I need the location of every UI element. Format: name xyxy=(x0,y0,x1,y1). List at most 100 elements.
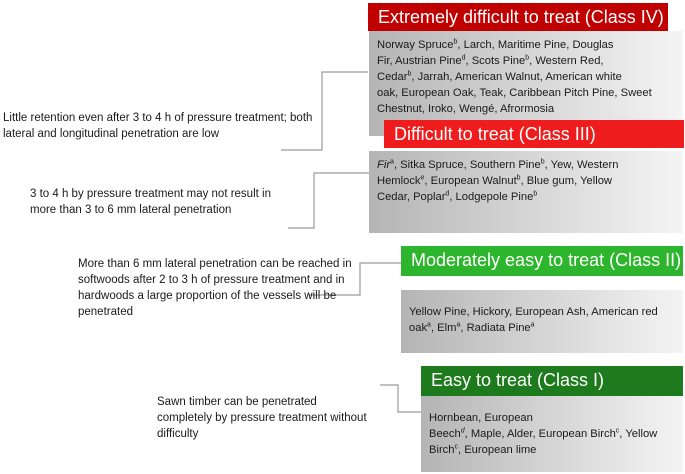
species-item: Jarrah xyxy=(418,71,450,83)
species-name: Yellow Cedar xyxy=(377,175,613,203)
species-separator: , xyxy=(585,306,592,318)
class-i-species-box: Hornbean, European Beechd, Maple, Alder,… xyxy=(421,396,683,472)
species-separator: , xyxy=(452,103,460,115)
species-footnote-marker: a xyxy=(456,321,461,329)
species-name: Sitka Spruce xyxy=(400,159,464,171)
species-name: European Beech xyxy=(429,412,533,440)
species-name: Maple xyxy=(470,428,502,440)
species-separator: , xyxy=(509,306,516,318)
species-separator: , xyxy=(460,322,467,334)
species-name: Lodgepole Pine xyxy=(455,191,534,203)
species-separator: , xyxy=(619,428,626,440)
species-name: Afrormosia xyxy=(499,103,555,115)
species-separator: , xyxy=(614,87,621,99)
species-item: European Birchc xyxy=(539,427,620,440)
species-name: Poplar xyxy=(413,191,446,203)
species-name: Maritime Pine xyxy=(497,39,567,51)
species-item: Western Red, Cedarb xyxy=(377,55,604,83)
species-separator: , xyxy=(464,428,471,440)
species-item: Poplard xyxy=(413,190,449,203)
species-name: Fir xyxy=(377,159,391,171)
species-item: Yellow Birchc xyxy=(429,428,657,456)
species-separator: , xyxy=(430,322,438,334)
species-name: Hornbean xyxy=(429,412,479,424)
species-item: European Walnutb xyxy=(431,174,521,187)
species-separator: , xyxy=(466,306,473,318)
class-i-header: Easy to treat (Class I) xyxy=(421,366,683,396)
species-separator: , xyxy=(473,87,480,99)
species-name: Wengé xyxy=(459,103,495,115)
species-name: Southern Pine xyxy=(469,159,541,171)
class-iv-species-box: Norway Spruceb, Larch, Maritime Pine, Do… xyxy=(369,31,683,136)
species-item: Hickory xyxy=(473,306,509,318)
species-item: Southern Pineb xyxy=(469,158,545,171)
class-ii-species-box: Yellow Pine, Hickory, European Ash, Amer… xyxy=(401,290,683,353)
species-item: Sitka Spruce xyxy=(400,159,463,171)
species-separator: , xyxy=(566,39,573,51)
species-footnote-marker: c xyxy=(615,427,620,435)
species-item: Yellow Cedar xyxy=(377,175,612,203)
species-separator: , xyxy=(457,39,464,51)
species-name: Iroko xyxy=(428,103,453,115)
species-separator: , xyxy=(395,87,402,99)
class-iii-description: 3 to 4 h by pressure treatment may not r… xyxy=(30,188,271,216)
species-item: American white oak xyxy=(377,71,622,99)
species-footnote-marker: b xyxy=(516,174,521,182)
species-name: Douglas Fir xyxy=(377,39,614,67)
species-item: European lime xyxy=(464,444,536,456)
species-separator: , xyxy=(532,428,539,440)
species-separator: , xyxy=(501,428,507,440)
species-item: Maritime Pine xyxy=(498,39,566,51)
species-separator: , xyxy=(539,71,546,83)
species-item: Yew xyxy=(551,159,571,171)
species-item: European Ash xyxy=(515,306,585,318)
species-name: Jarrah xyxy=(417,71,450,83)
species-footnote-marker: c xyxy=(454,443,459,451)
species-item: Sweet Chestnut xyxy=(377,87,652,115)
species-item: Radiata Pinea xyxy=(466,321,535,334)
species-separator: , xyxy=(393,159,401,171)
species-item: American red oaka xyxy=(409,306,658,334)
species-name: European Oak xyxy=(401,87,474,99)
species-name: Western Red, Cedar xyxy=(377,55,604,83)
species-name: European lime xyxy=(464,444,537,456)
species-item: Austrian Pined xyxy=(395,54,466,67)
species-separator: , xyxy=(478,412,485,424)
class-iii-species-box: Fira, Sitka Spruce, Southern Pineb, Yew,… xyxy=(369,151,683,233)
species-name: Radiata Pine xyxy=(466,322,531,334)
species-item: Elma xyxy=(437,321,461,334)
species-name: Yellow Pine xyxy=(409,306,467,318)
species-item: Larch xyxy=(464,39,492,51)
species-name: Norway Spruce xyxy=(377,39,454,51)
connector-class-i xyxy=(380,384,421,413)
species-item: American Walnut xyxy=(455,71,540,83)
species-item: Hornbean xyxy=(429,412,478,424)
species-item: Afrormosia xyxy=(500,103,554,115)
species-item: European Oak xyxy=(401,87,473,99)
species-footnote-marker: a xyxy=(390,158,394,166)
species-separator: , xyxy=(465,55,472,67)
species-name: Hickory xyxy=(472,306,510,318)
species-separator: , xyxy=(574,175,581,187)
species-separator: , xyxy=(449,71,455,83)
class-i-description: Sawn timber can be penetrated completely… xyxy=(157,396,367,440)
species-separator: , xyxy=(503,87,510,99)
species-separator: , xyxy=(494,103,500,115)
species-footnote-marker: d xyxy=(461,54,466,62)
species-separator: , xyxy=(411,71,418,83)
species-separator: , xyxy=(406,191,414,203)
species-item: Western Hemlocke xyxy=(377,159,618,187)
species-name: Yellow Birch xyxy=(429,428,658,456)
species-separator: , xyxy=(458,444,465,456)
species-footnote-marker: a xyxy=(530,321,535,329)
species-item: European Beechd xyxy=(429,412,533,440)
species-item: Iroko xyxy=(428,103,453,115)
species-separator: , xyxy=(424,175,431,187)
species-footnote-marker: b xyxy=(533,190,538,198)
species-name: Blue gum xyxy=(526,175,575,187)
species-name: American Walnut xyxy=(454,71,540,83)
species-item: Caribbean Pitch Pine xyxy=(509,87,614,99)
species-name: American white oak xyxy=(377,71,622,99)
species-separator: , xyxy=(491,39,498,51)
